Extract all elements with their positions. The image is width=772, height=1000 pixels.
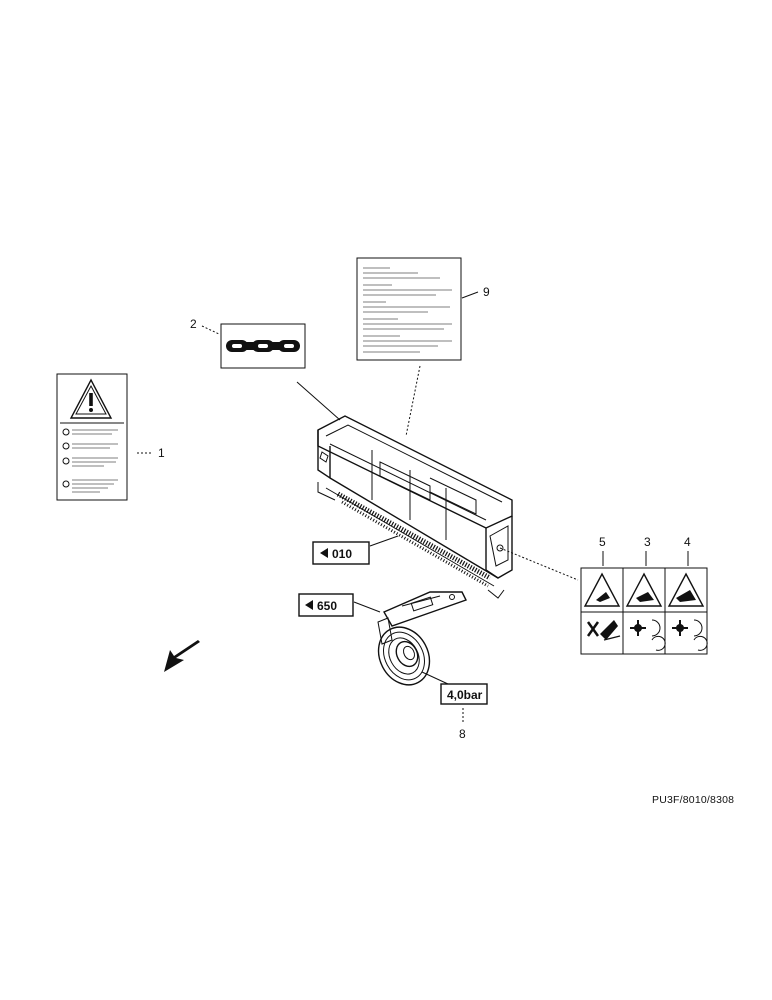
arrow-left-icon (305, 600, 313, 610)
reference-box-650[interactable]: 650 (298, 593, 354, 617)
callout-1: 1 (158, 446, 165, 460)
machine-header-frame (317, 415, 513, 599)
decal-warning-general (56, 373, 128, 501)
decal-group-3-4-5 (580, 567, 708, 655)
decal-chain (220, 323, 306, 369)
instruction-text-rows (363, 267, 452, 353)
tire-pressure-text: 4,0bar (447, 688, 483, 702)
decal-3-pictogram (630, 619, 666, 651)
decal-tire-pressure: 4,0bar (440, 683, 488, 705)
chain-icon (226, 340, 300, 352)
reference-box-010[interactable]: 010 (312, 541, 370, 565)
drawing-reference-code: PU3F/8010/8308 (652, 794, 735, 806)
direction-arrow-icon (164, 640, 200, 672)
arrow-left-icon (320, 548, 328, 558)
decal-instruction-sheet (356, 257, 462, 361)
decal-4-pictogram (672, 619, 708, 651)
callout-2: 2 (190, 317, 197, 331)
callout-5: 5 (599, 535, 606, 549)
warning-triangle-icon (69, 378, 113, 419)
warning-triangle-icon (583, 572, 621, 607)
decal-text-rows (62, 428, 118, 493)
callout-4: 4 (684, 535, 691, 549)
ref-650-label: 650 (317, 599, 337, 613)
warning-triangle-icon (667, 572, 705, 607)
decal-5-pictogram (586, 620, 621, 641)
gauge-wheel-assembly (377, 591, 467, 686)
ref-010-label: 010 (332, 547, 352, 561)
callout-8: 8 (459, 727, 466, 741)
callout-9: 9 (483, 285, 490, 299)
callout-3: 3 (644, 535, 651, 549)
warning-triangle-icon (625, 572, 663, 607)
